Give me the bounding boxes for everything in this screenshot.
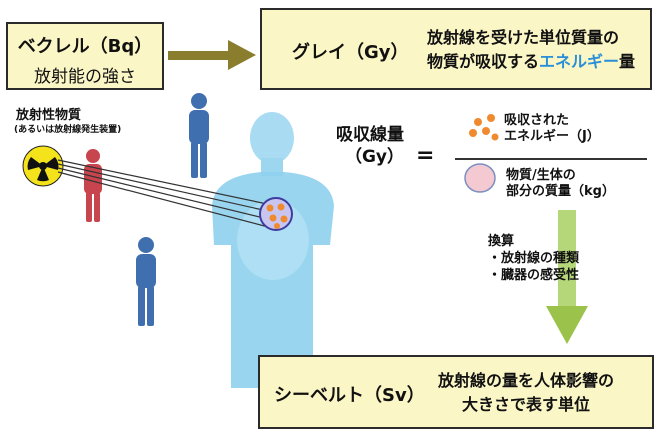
source-title: 放射性物質: [16, 108, 82, 123]
sievert-desc-line2: 大きさで表す単位: [462, 395, 591, 414]
becquerel-box: ベクレル（Bq） 放射能の強さ: [6, 22, 164, 90]
gray-desc-line2-pre: 物質が吸収する: [427, 52, 540, 71]
denominator-line2: 部分の質量（kg）: [506, 184, 615, 199]
gray-desc-line1: 放射線を受けた単位質量の: [427, 28, 620, 47]
absorbing-organ: [259, 197, 293, 231]
energy-particles-icon: [469, 114, 499, 141]
gray-desc-energy-highlight: エネルギー: [539, 52, 620, 71]
mass-circle-icon: [464, 163, 496, 193]
formula-lhs-line1: 吸収線量: [336, 125, 404, 145]
formula-denominator: 物質/生体の 部分の質量（kg）: [506, 168, 615, 200]
person-blue-figure-top: [189, 93, 209, 178]
formula-equals: =: [416, 143, 435, 168]
formula-lhs-line2: （Gy）: [344, 147, 404, 167]
denominator-line1: 物質/生体の: [506, 168, 576, 183]
numerator-line1: 吸収された: [504, 113, 570, 128]
numerator-line2: エネルギー（J）: [504, 129, 600, 144]
human-torso-figure: [212, 112, 334, 388]
gray-box: グレイ（Gy） 放射線を受けた単位質量の 物質が吸収するエネルギー量: [260, 8, 652, 90]
person-red-figure: [84, 149, 102, 222]
gray-desc: 放射線を受けた単位質量の 物質が吸収するエネルギー量: [427, 26, 635, 74]
person-blue-figure-bottom: [136, 237, 156, 326]
becquerel-name: ベクレル（Bq）: [17, 36, 153, 57]
sievert-desc: 放射線の量を人体影響の 大きさで表す単位: [438, 369, 614, 417]
radiation-beams: [57, 159, 273, 229]
formula-lhs: 吸収線量 （Gy）: [318, 124, 404, 168]
becquerel-desc: 放射能の強さ: [34, 67, 136, 87]
formula-numerator: 吸収された エネルギー（J）: [504, 113, 600, 145]
gray-desc-line2-post: 量: [619, 52, 636, 71]
conversion-item-radiation-type: ・放射線の種類: [488, 251, 580, 266]
radiation-icon: [22, 145, 64, 187]
sievert-name: シーベルト（Sv）: [274, 385, 425, 406]
fraction-bar: [455, 158, 647, 160]
conversion-item-organ-sensitivity: ・臓器の感受性: [488, 268, 580, 283]
gray-name: グレイ（Gy）: [292, 42, 409, 63]
source-subtitle: (あるいは放射線発生装置): [14, 125, 122, 135]
sievert-desc-line1: 放射線の量を人体影響の: [438, 371, 615, 390]
arrow-bq-to-gy: [168, 40, 256, 70]
conversion-title: 換算: [488, 234, 515, 249]
conversion-notes: 換算 ・放射線の種類 ・臓器の感受性: [488, 233, 579, 284]
sievert-box: シーベルト（Sv） 放射線の量を人体影響の 大きさで表す単位: [258, 355, 654, 429]
gray-desc-line2: 物質が吸収するエネルギー量: [427, 50, 635, 74]
arrow-to-sv: [546, 210, 588, 344]
